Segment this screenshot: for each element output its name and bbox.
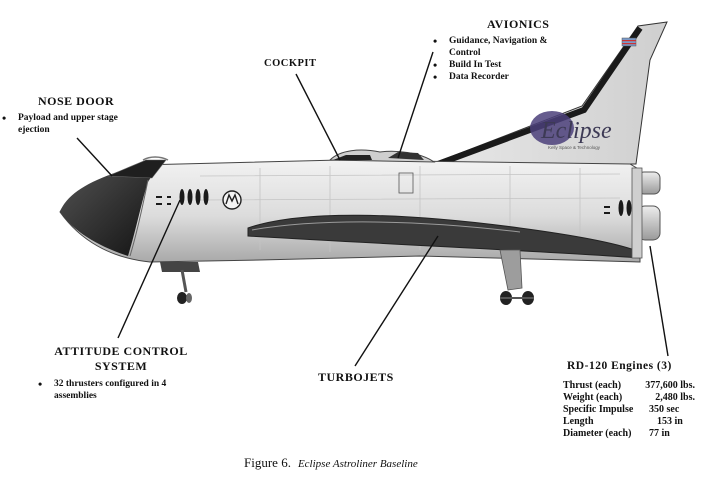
avionics-item: Guidance, Navigation & Control xyxy=(431,35,564,59)
spec-value: 77 in xyxy=(649,428,670,439)
spec-value: 2,480 lbs. xyxy=(655,392,695,403)
attitude-control-item: 32 thrusters configured in 4 assemblies xyxy=(36,378,184,402)
attitude-control-title: ATTITUDE CONTROL xyxy=(54,344,188,358)
eclipse-logo-text: Eclipse xyxy=(540,118,612,144)
spec-value: 350 sec xyxy=(649,404,680,415)
spec-label: Thrust (each) xyxy=(563,380,622,391)
nose-cone xyxy=(60,156,169,257)
spec-label: Diameter (each) xyxy=(563,428,632,439)
landing-gear xyxy=(160,249,534,305)
nose-door-title: NOSE DOOR xyxy=(38,94,115,108)
spec-row: Thrust (each) 377,600 lbs. xyxy=(563,380,701,392)
wing xyxy=(247,214,641,259)
cockpit-label: COCKPIT xyxy=(264,58,317,69)
spec-row: Diameter (each) 77 in xyxy=(563,428,701,440)
thruster-ports xyxy=(156,189,632,216)
callout-lines xyxy=(76,51,669,367)
nose-door-callout: NOSE DOOR Payload and upper stage ejecti… xyxy=(0,94,150,136)
tail-fin xyxy=(431,21,668,167)
avionics-list: Guidance, Navigation & Control Build In … xyxy=(431,35,591,83)
spec-label: Specific Impulse xyxy=(563,404,634,415)
nose-door-item: Payload and upper stage ejection xyxy=(0,112,143,136)
engine-nozzles xyxy=(631,167,661,259)
engines-title: RD-120 Engines (3) xyxy=(567,360,672,372)
nose-door-list: Payload and upper stage ejection xyxy=(0,112,150,136)
eclipse-tagline: Kelly Space & Technology xyxy=(548,145,601,150)
avionics-item: Data Recorder xyxy=(431,71,591,83)
avionics-callout: AVIONICS Guidance, Navigation & Control … xyxy=(431,17,591,83)
turbojets-label: TURBOJETS xyxy=(318,370,394,384)
spec-value: 377,600 lbs. xyxy=(645,380,695,391)
eclipse-tail-logo: Eclipse Kelly Space & Technology xyxy=(530,111,612,150)
attitude-control-callout: ATTITUDE CONTROL SYSTEM 32 thrusters con… xyxy=(36,344,206,402)
flag-icon xyxy=(621,37,637,47)
spec-label: Length xyxy=(563,416,594,427)
motorola-logo-icon xyxy=(222,190,242,210)
avionics-title: AVIONICS xyxy=(487,17,550,31)
figure-number: Figure 6. xyxy=(244,455,291,470)
attitude-control-title-line2: SYSTEM xyxy=(94,359,148,373)
engines-spec-table: Thrust (each) 377,600 lbs. Weight (each)… xyxy=(563,380,701,440)
attitude-control-list: 32 thrusters configured in 4 assemblies xyxy=(36,378,206,402)
spec-row: Length 153 in xyxy=(563,416,701,428)
figure-title: Eclipse Astroliner Baseline xyxy=(297,458,418,470)
spec-value: 153 in xyxy=(657,416,683,427)
figure-caption: Figure 6. Eclipse Astroliner Baseline xyxy=(244,454,418,472)
avionics-item: Build In Test xyxy=(431,59,591,71)
spec-label: Weight (each) xyxy=(563,392,623,403)
engines-callout: RD-120 Engines (3) Thrust (each) 377,600… xyxy=(563,360,701,440)
spec-row: Specific Impulse 350 sec xyxy=(563,404,701,416)
spec-row: Weight (each) 2,480 lbs. xyxy=(563,392,701,404)
